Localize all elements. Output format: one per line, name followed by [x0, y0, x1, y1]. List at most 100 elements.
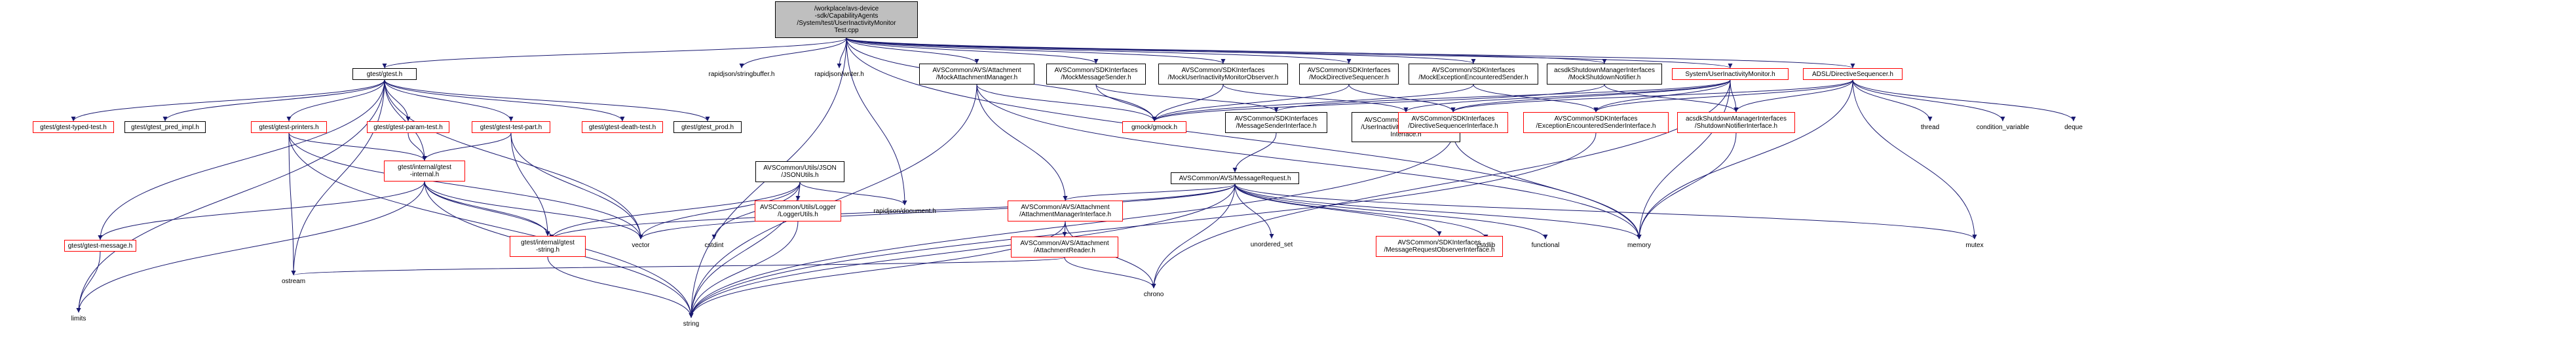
edge-mam-to-gmock: [976, 84, 1157, 122]
node-json[interactable]: AVSCommon/Utils/JSON/JSONUtils.h: [755, 161, 844, 182]
node-condvar: condition_variable: [1965, 121, 2040, 133]
edge-ar-to-ostream: [292, 257, 1065, 276]
edge-root-to-gtest: [382, 37, 847, 69]
node-label-line: /AttachmentManagerInterface.h: [1019, 211, 1112, 218]
node-label-line: gtest/gtest-typed-test.h: [40, 123, 107, 131]
node-gmock[interactable]: gmock/gmock.h: [1122, 121, 1186, 133]
node-label-line: AVSCommon/SDKInterfaces: [1554, 115, 1638, 123]
node-label-line: memory: [1627, 241, 1652, 249]
edge-dsi-to-memory: [1452, 132, 1642, 240]
node-mreq[interactable]: AVSCommon/AVS/MessageRequest.h: [1171, 172, 1299, 184]
edge-gpr-to-ostream: [288, 132, 296, 276]
node-gigi[interactable]: gtest/internal/gtest-internal.h: [384, 161, 465, 182]
node-label-line: cstdint: [704, 241, 724, 249]
edge-gpr-to-gigi: [288, 132, 427, 161]
node-label-line: /AttachmentReader.h: [1034, 247, 1095, 254]
node-gtt[interactable]: gtest/gtest-typed-test.h: [33, 121, 114, 133]
node-sni[interactable]: acsdkShutdownManagerInterfaces/ShutdownN…: [1677, 112, 1795, 133]
node-label-line: /MockMessageSender.h: [1061, 74, 1131, 81]
node-label-line: -sdk/CapabilityAgents: [814, 12, 879, 20]
node-mam[interactable]: AVSCommon/AVS/Attachment/MockAttachmentM…: [919, 64, 1034, 85]
edge-gtest-to-gtp: [384, 79, 514, 122]
node-label-line: vector: [632, 241, 650, 249]
node-ostream: ostream: [275, 275, 312, 287]
edge-gtest-to-gigi: [384, 79, 427, 161]
node-eesi[interactable]: AVSCommon/SDKInterfaces/ExceptionEncount…: [1523, 112, 1669, 133]
node-uset: unordered_set: [1245, 239, 1298, 250]
edge-gtest-to-gtt: [71, 79, 385, 122]
edge-suim-to-dsi: [1450, 79, 1731, 113]
edge-adsl-to-thread: [1852, 79, 1933, 122]
node-mroi[interactable]: AVSCommon/SDKInterfaces/MessageRequestOb…: [1376, 236, 1503, 257]
edge-root-to-muimo: [846, 37, 1226, 64]
node-adsl[interactable]: ADSL/DirectiveSequencer.h: [1803, 68, 1903, 80]
node-label-line: /MockShutdownNotifier.h: [1568, 74, 1641, 81]
node-string: string: [677, 318, 705, 330]
node-label-line: /System/test/UserInactivityMonitor: [797, 20, 896, 27]
node-dsi[interactable]: AVSCommon/SDKInterfaces/DirectiveSequenc…: [1398, 112, 1508, 133]
edge-muimo-to-gmock: [1152, 84, 1224, 122]
node-gpr[interactable]: gtest/gtest-printers.h: [251, 121, 327, 133]
node-gdt[interactable]: gtest/gtest-death-test.h: [582, 121, 663, 133]
node-gprod[interactable]: gtest/gtest_prod.h: [673, 121, 742, 133]
node-label-line: gtest/gtest-param-test.h: [373, 123, 443, 131]
node-label-line: ADSL/DirectiveSequencer.h: [1812, 70, 1893, 78]
node-label-line: thread: [1920, 123, 1940, 131]
node-logger[interactable]: AVSCommon/Utils/Logger/LoggerUtils.h: [755, 201, 841, 221]
node-label-line: condition_variable: [1976, 123, 2030, 131]
edge-gtp-to-vector: [510, 132, 643, 240]
edge-gtest-to-gmsg: [98, 79, 385, 240]
edge-root-to-mms: [846, 37, 1099, 64]
node-gpt[interactable]: gtest/gtest-param-test.h: [367, 121, 449, 133]
edge-adsl-to-condvar: [1852, 79, 2005, 122]
node-gtest[interactable]: gtest/gtest.h: [352, 68, 417, 80]
node-thread: thread: [1913, 121, 1947, 133]
edge-json-to-vector: [638, 182, 801, 240]
node-label-line: cstdlib: [1476, 241, 1496, 249]
node-mms[interactable]: AVSCommon/SDKInterfaces/MockMessageSende…: [1046, 64, 1146, 85]
node-label-line: rapidjson/writer.h: [814, 70, 864, 78]
node-msi[interactable]: AVSCommon/SDKInterfaces/MessageSenderInt…: [1225, 112, 1327, 133]
node-label-line: /workplace/avs-device: [814, 5, 879, 12]
node-label-line: Test.cpp: [834, 27, 859, 34]
edge-logger-to-string: [689, 221, 799, 318]
node-gtp[interactable]: gtest/gtest-test-part.h: [472, 121, 550, 133]
edge-root-to-rj_sb: [739, 37, 847, 69]
node-label-line: AVSCommon/Utils/Logger: [760, 204, 836, 211]
edge-gmsg-to-limits: [76, 251, 101, 313]
node-label-line: gtest/gtest-test-part.h: [480, 123, 542, 131]
node-muimo[interactable]: AVSCommon/SDKInterfaces/MockUserInactivi…: [1158, 64, 1288, 85]
edge-gigi-to-limits: [76, 181, 425, 313]
node-label-line: /MessageRequestObserverInterface.h: [1384, 246, 1495, 254]
edge-root-to-rj_doc: [846, 37, 907, 206]
node-label-line: AVSCommon/SDKInterfaces: [1054, 67, 1138, 74]
node-label-line: AVSCommon/AVS/MessageRequest.h: [1179, 174, 1291, 182]
node-label-line: gtest/gtest_prod.h: [681, 123, 734, 131]
edge-gigi-to-vector: [424, 181, 643, 240]
node-ar[interactable]: AVSCommon/AVS/Attachment/AttachmentReade…: [1011, 237, 1118, 258]
node-gpi[interactable]: gtest/gtest_pred_impl.h: [124, 121, 206, 133]
node-suim[interactable]: System/UserInactivityMonitor.h: [1672, 68, 1789, 80]
node-gmsg[interactable]: gtest/gtest-message.h: [64, 240, 136, 252]
edge-gtp-to-gistr: [510, 132, 550, 237]
node-label-line: gtest/internal/gtest: [521, 239, 575, 246]
node-mds[interactable]: AVSCommon/SDKInterfaces/MockDirectiveSeq…: [1299, 64, 1399, 85]
node-cstdlib: cstdlib: [1469, 239, 1503, 251]
node-vector: vector: [626, 239, 656, 251]
node-root[interactable]: /workplace/avs-device-sdk/CapabilityAgen…: [775, 1, 918, 38]
edge-mreq-to-uset: [1234, 183, 1274, 239]
node-label-line: /MockUserInactivityMonitorObserver.h: [1167, 74, 1279, 81]
node-label-line: AVSCommon/SDKInterfaces: [1411, 115, 1495, 123]
edge-root-to-mam: [846, 37, 979, 64]
node-label-line: AVSCommon/AVS/Attachment: [932, 67, 1021, 74]
node-gistr[interactable]: gtest/internal/gtest-string.h: [510, 236, 586, 257]
node-label-line: AVSCommon/AVS/Attachment: [1020, 240, 1109, 247]
node-meES[interactable]: AVSCommon/SDKInterfaces/MockExceptionEnc…: [1409, 64, 1538, 85]
node-label-line: gtest/gtest-death-test.h: [588, 123, 656, 131]
node-msn[interactable]: acsdkShutdownManagerInterfaces/MockShutd…: [1547, 64, 1662, 85]
edge-msn-to-sni: [1604, 84, 1739, 113]
edge-gtest-to-gdt: [384, 79, 625, 122]
edge-mreq-to-functional: [1234, 183, 1548, 240]
node-ami[interactable]: AVSCommon/AVS/Attachment/AttachmentManag…: [1008, 201, 1123, 221]
node-functional: functional: [1523, 239, 1568, 251]
